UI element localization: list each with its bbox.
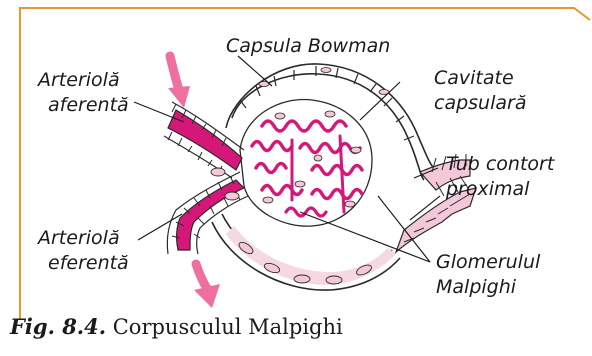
figure-caption: Fig. 8.4. Corpusculul Malpighi xyxy=(10,314,343,339)
label-arteriola-aferenta-line2: aferentă xyxy=(48,93,129,117)
inflow-arrow xyxy=(168,56,190,108)
outflow-arrow xyxy=(194,264,220,308)
label-glomerulul-line1: Glomerulul xyxy=(436,250,540,274)
label-arteriola-eferenta-line1: Arteriolă xyxy=(38,226,120,250)
label-arteriola-eferenta-line2: eferentă xyxy=(48,251,129,275)
label-tub-contort-line2: proximal xyxy=(446,177,529,201)
label-arteriola-aferenta-line1: Arteriolă xyxy=(38,68,120,92)
figure-title: Corpusculul Malpighi xyxy=(113,315,343,339)
label-capsula-bowman: Capsula Bowman xyxy=(226,34,390,58)
label-glomerulul-line2: Malpighi xyxy=(436,275,516,299)
glomerulus xyxy=(240,99,372,226)
figure-number: Fig. 8.4. xyxy=(10,314,106,339)
label-cavitate-line1: Cavitate xyxy=(434,66,514,90)
label-tub-contort-line1: Tub contort xyxy=(446,152,554,176)
label-cavitate-line2: capsulară xyxy=(434,91,526,115)
